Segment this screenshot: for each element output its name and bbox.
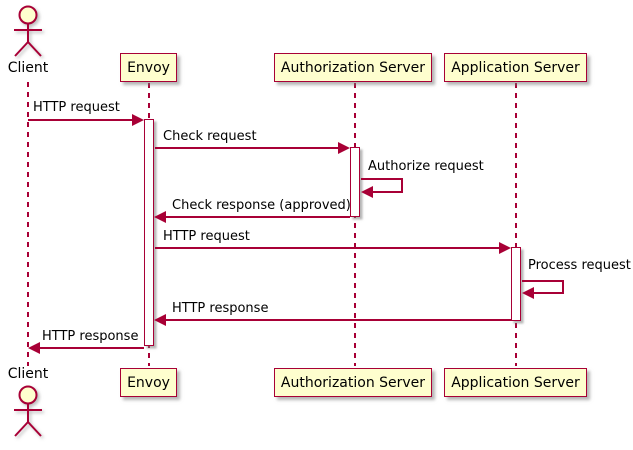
participant-label: Envoy: [127, 59, 170, 76]
message-label: HTTP request: [33, 100, 120, 115]
message-label: Authorize request: [368, 159, 484, 174]
activation-application-server: [511, 247, 521, 321]
message-line: [166, 319, 511, 321]
arrowhead-right-icon: [338, 142, 350, 154]
arrowhead-left-icon: [28, 342, 40, 354]
actor-icon: [14, 5, 42, 57]
participant-authorization-server-bottom: Authorization Server: [274, 368, 432, 397]
self-message-return-line: [534, 292, 564, 294]
message-line: [166, 216, 350, 218]
arrowhead-left-icon: [522, 287, 534, 299]
self-message-side-line: [401, 178, 403, 193]
actor-label-client-top: Client: [7, 60, 49, 76]
participant-application-server-top: Application Server: [444, 53, 587, 82]
self-message-side-line: [562, 280, 564, 294]
arrowhead-left-icon: [154, 314, 166, 326]
message-line: [28, 119, 133, 121]
participant-authorization-server-top: Authorization Server: [274, 53, 432, 82]
message-label: HTTP response: [172, 301, 269, 316]
message-line: [155, 247, 500, 249]
participant-envoy-top: Envoy: [120, 53, 177, 82]
message-label: HTTP request: [163, 229, 250, 244]
participant-application-server-bottom: Application Server: [444, 368, 587, 397]
self-message-out-line: [361, 178, 403, 180]
message-line: [155, 147, 339, 149]
participant-envoy-bottom: Envoy: [120, 368, 177, 397]
participant-label: Application Server: [451, 374, 580, 391]
participant-label: Envoy: [127, 374, 170, 391]
lifeline-client: [27, 82, 29, 366]
message-label: Process request: [528, 258, 631, 273]
arrowhead-right-icon: [499, 242, 511, 254]
message-label: Check request: [163, 129, 257, 144]
lifeline-application-server: [515, 83, 517, 366]
lifeline-authorization-server: [354, 83, 356, 366]
activation-envoy: [144, 119, 154, 346]
arrowhead-right-icon: [132, 114, 144, 126]
participant-label: Authorization Server: [280, 59, 426, 76]
activation-authorization-server: [350, 147, 360, 217]
message-label: Check response (approved): [172, 198, 351, 213]
self-message-return-line: [373, 191, 403, 193]
participant-label: Authorization Server: [280, 374, 426, 391]
actor-icon: [14, 385, 42, 437]
self-message-out-line: [522, 280, 564, 282]
participant-label: Application Server: [451, 59, 580, 76]
arrowhead-left-icon: [361, 186, 373, 198]
message-label: HTTP response: [42, 329, 139, 344]
message-line: [40, 347, 144, 349]
arrowhead-left-icon: [154, 211, 166, 223]
actor-label-client-bottom: Client: [7, 366, 49, 382]
